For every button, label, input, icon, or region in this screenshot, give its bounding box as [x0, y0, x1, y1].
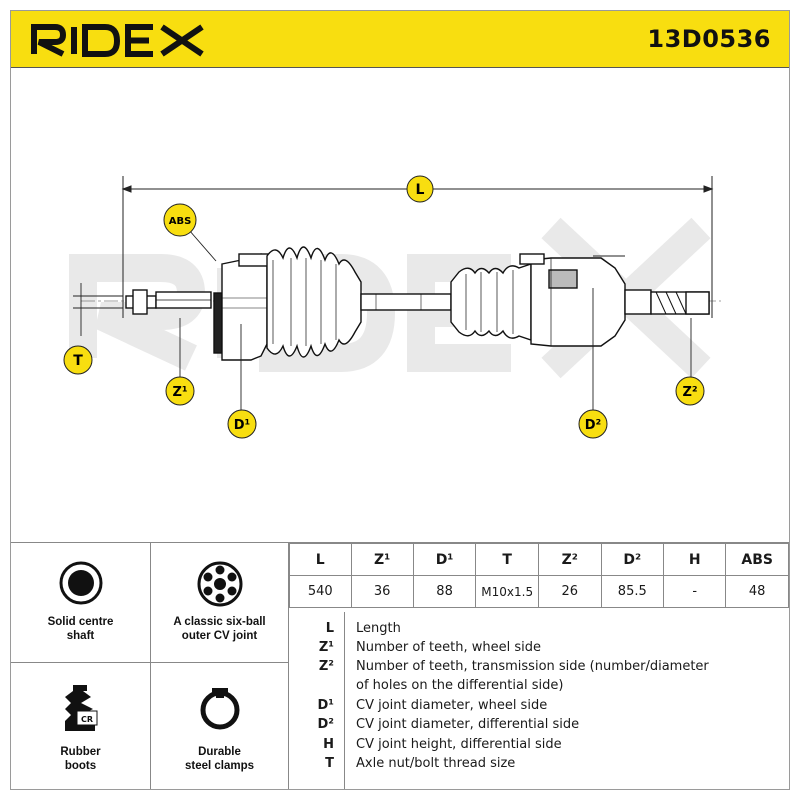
feature-label-line2: shaft: [66, 630, 95, 642]
spec-header: L: [289, 543, 352, 576]
feature-label-line1: A classic six-ball: [173, 616, 266, 628]
legend-key: L: [325, 621, 334, 636]
spec-value: 48: [725, 575, 789, 608]
legend-row: L Length: [289, 621, 789, 640]
header-bar: 13D0536: [11, 11, 789, 68]
label-Z2: Z²: [675, 376, 705, 406]
svg-text:ABS: ABS: [169, 216, 192, 227]
spec-value-row: 540 36 88 M10x1.5 26 85.5 - 48: [289, 575, 789, 608]
legend-text: CV joint diameter, differential side: [356, 717, 580, 732]
label-D2: D²: [578, 409, 608, 439]
spec-value: 26: [538, 575, 602, 608]
svg-text:Z²: Z²: [682, 385, 697, 400]
legend-row: D² CV joint diameter, differential side: [289, 717, 789, 736]
spec-value: 88: [412, 575, 477, 608]
spec-header-row: L Z¹ D¹ T Z² D² H ABS: [289, 543, 789, 576]
feature-label-line2: steel clamps: [184, 760, 255, 772]
spec-header: Z²: [538, 543, 602, 576]
feature-label-line2: boots: [64, 760, 97, 772]
spec-header: H: [663, 543, 727, 576]
label-D1: D¹: [227, 409, 257, 439]
legend-row: Z¹ Number of teeth, wheel side: [289, 640, 789, 659]
spec-value: -: [663, 575, 727, 608]
spec-header: T: [475, 543, 540, 576]
spec-header: D¹: [412, 543, 477, 576]
feature-six-ball-joint: A classic six-ball outer CV joint: [151, 543, 289, 663]
feature-label-line1: Rubber: [60, 746, 101, 758]
spec-header: ABS: [725, 543, 789, 576]
legend: L Length Z¹ Number of teeth, wheel side …: [289, 612, 789, 789]
spec-value: M10x1.5: [475, 575, 540, 608]
label-L: L: [406, 175, 434, 203]
legend-key: Z²: [318, 659, 334, 674]
rubber-boot-icon: CR: [64, 685, 97, 731]
spec-value: 540: [289, 575, 352, 608]
legend-row: T Axle nut/bolt thread size: [289, 756, 789, 775]
spec-header: D²: [600, 543, 665, 576]
legend-key: D²: [317, 717, 335, 732]
legend-row: of holes on the differential side): [289, 678, 789, 697]
feature-label-line1: Durable: [198, 746, 241, 758]
label-T: T: [63, 345, 93, 375]
svg-text:L: L: [416, 182, 425, 198]
legend-key: H: [323, 737, 334, 752]
legend-text: CV joint diameter, wheel side: [356, 698, 548, 713]
solid-shaft-icon: [59, 561, 102, 605]
steel-clamp-icon: [200, 688, 239, 730]
legend-text: Number of teeth, wheel side: [356, 640, 541, 655]
feature-label-line1: Solid centre: [47, 616, 114, 628]
spec-table: L Z¹ D¹ T Z² D² H ABS 540 36 88 M10x1.5 …: [289, 543, 789, 608]
feature-steel-clamps: Durable steel clamps: [151, 663, 289, 789]
leader-lines: [73, 229, 692, 413]
spec-value: 85.5: [600, 575, 665, 608]
part-number: 13D0536: [647, 25, 771, 53]
legend-row: H CV joint height, differential side: [289, 737, 789, 756]
legend-key: Z¹: [318, 640, 334, 655]
legend-row: Z² Number of teeth, transmission side (n…: [289, 659, 789, 678]
legend-row: D¹ CV joint diameter, wheel side: [289, 698, 789, 717]
legend-text: Length: [356, 621, 401, 636]
legend-divider: [344, 612, 345, 789]
feature-solid-shaft: Solid centre shaft: [11, 543, 151, 663]
legend-key: T: [325, 756, 334, 771]
svg-text:D¹: D¹: [234, 418, 251, 433]
svg-text:Z¹: Z¹: [172, 385, 187, 400]
label-ABS: ABS: [163, 203, 197, 237]
section-divider: [11, 542, 789, 543]
feature-label-line2: outer CV joint: [181, 630, 258, 642]
ridex-logo: [31, 24, 204, 57]
drive-shaft: [125, 246, 710, 361]
product-sheet: 13D0536: [10, 10, 790, 790]
spec-value: 36: [350, 575, 414, 608]
legend-text: Axle nut/bolt thread size: [356, 756, 516, 771]
six-ball-joint-icon: [197, 561, 242, 607]
legend-key: D¹: [317, 698, 335, 713]
feature-rubber-boots: CR Rubber boots: [11, 663, 151, 789]
legend-text: CV joint height, differential side: [356, 737, 562, 752]
svg-text:CR: CR: [80, 715, 92, 724]
spec-header: Z¹: [350, 543, 414, 576]
drive-shaft-drawing: L ABS T Z¹ D¹ D² Z²: [63, 175, 721, 439]
legend-text: of holes on the differential side): [356, 678, 564, 693]
label-Z1: Z¹: [165, 376, 195, 406]
legend-text: Number of teeth, transmission side (numb…: [356, 659, 709, 674]
svg-text:D²: D²: [585, 418, 602, 433]
svg-text:T: T: [73, 353, 83, 369]
